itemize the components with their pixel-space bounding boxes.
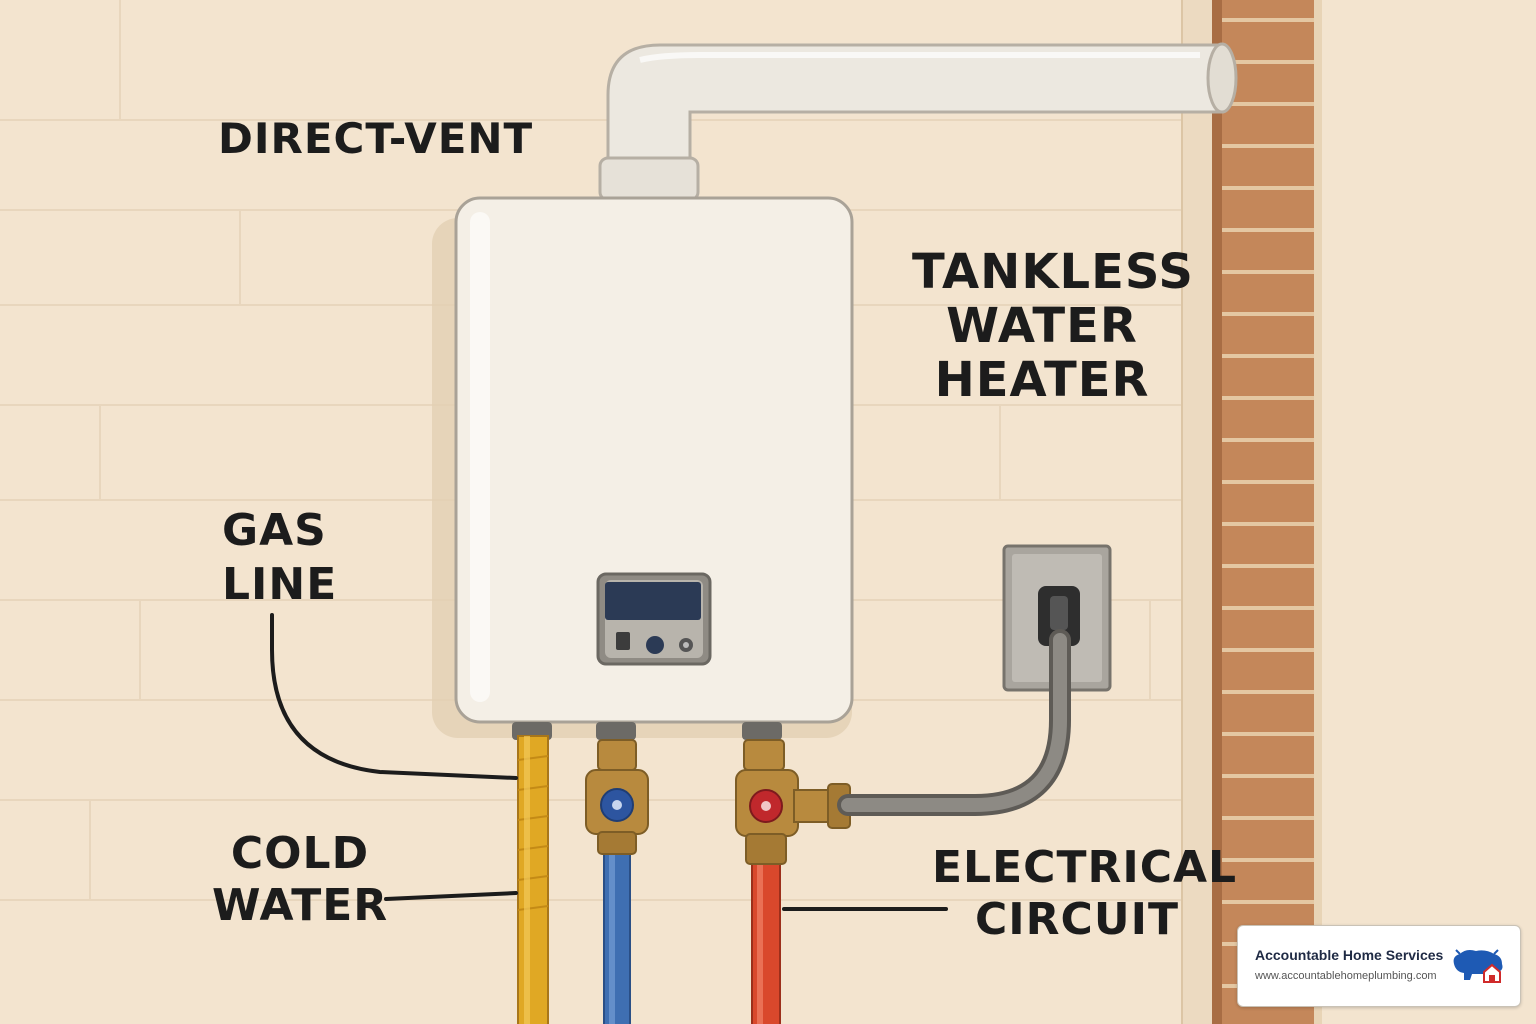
display-screen bbox=[605, 582, 701, 620]
vent-pipe bbox=[598, 42, 1238, 202]
electrical-circuit-label: ELECTRICAL CIRCUIT bbox=[932, 842, 1238, 946]
cold-water-label: COLD WATER bbox=[212, 828, 388, 932]
electrical-outlet bbox=[1002, 544, 1112, 692]
electrical-line-2: CIRCUIT bbox=[975, 894, 1179, 945]
direct-vent-label: DIRECT-VENT bbox=[218, 114, 534, 163]
leader-lines bbox=[270, 613, 948, 911]
gas-line-1: GAS bbox=[222, 505, 327, 556]
control-panel bbox=[596, 572, 712, 666]
cold-water-leader bbox=[384, 891, 518, 901]
title-line-3: HEATER bbox=[934, 352, 1150, 408]
title-line-2: WATER bbox=[946, 298, 1138, 354]
bison-house-logo-icon bbox=[1453, 949, 1503, 983]
cold-line-2: WATER bbox=[212, 880, 389, 931]
brick-pillar bbox=[1212, 0, 1322, 1024]
heater-body bbox=[454, 196, 854, 724]
heater-title-label: TANKLESS WATER HEATER bbox=[912, 244, 1194, 408]
cold-line-1: COLD bbox=[230, 828, 370, 879]
control-button-round bbox=[646, 636, 664, 654]
cold-water-pipe bbox=[585, 739, 649, 1024]
title-line-1: TANKLESS bbox=[912, 244, 1194, 300]
control-button-square bbox=[616, 632, 630, 650]
gas-line-leader bbox=[270, 613, 518, 780]
gas-pipe bbox=[517, 735, 549, 1024]
heater-highlight bbox=[470, 212, 490, 702]
company-url[interactable]: www.accountablehomeplumbing.com bbox=[1255, 970, 1437, 982]
gas-line-2: LINE bbox=[222, 559, 338, 610]
electrical-line-1: ELECTRICAL bbox=[932, 842, 1238, 893]
wall-side-panel bbox=[1182, 0, 1212, 1024]
gas-line-label: GAS LINE bbox=[222, 504, 337, 612]
company-badge[interactable]: Accountable Home Services www.accountabl… bbox=[1237, 925, 1521, 1007]
company-name: Accountable Home Services bbox=[1255, 947, 1444, 963]
